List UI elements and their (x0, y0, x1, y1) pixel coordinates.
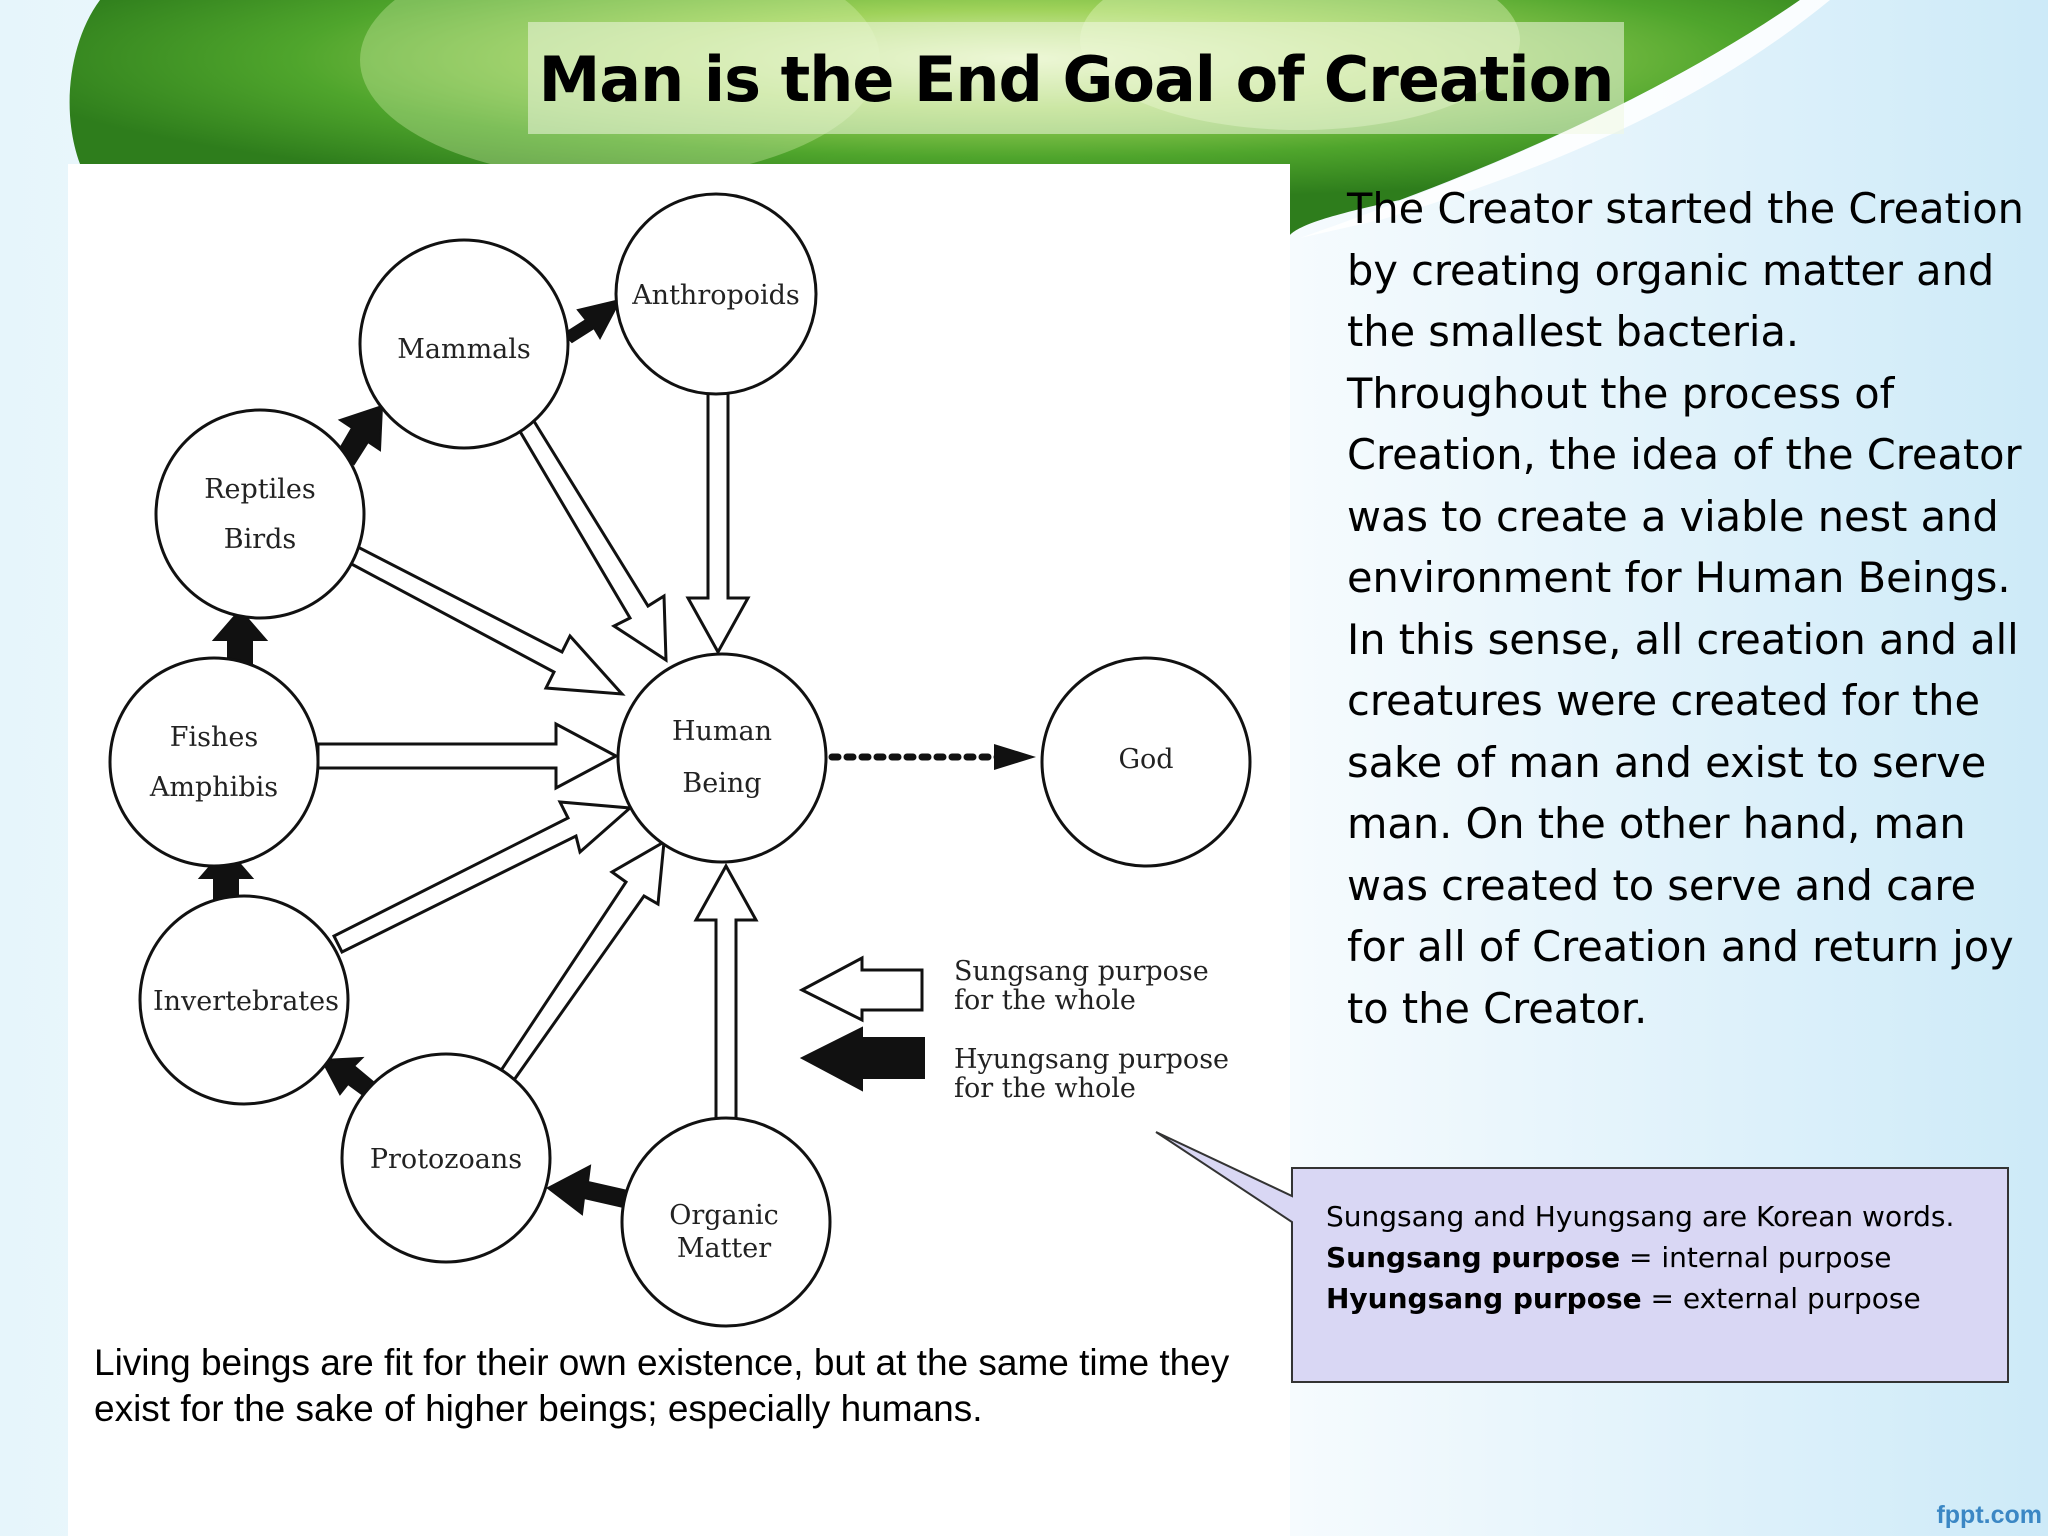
callout-line-2: Sungsang purpose = internal purpose (1326, 1237, 2006, 1278)
callout-line-1: Sungsang and Hyungsang are Korean words. (1326, 1200, 1955, 1233)
legend-black-arrow (799, 1026, 925, 1092)
title-band (528, 22, 1624, 134)
node-protozoans (340, 1052, 552, 1264)
callout-sungsang-def: = internal purpose (1620, 1241, 1892, 1274)
footer-brand: fppt.com (1936, 1501, 2042, 1529)
node-reptiles-birds (154, 408, 366, 620)
callout-hyungsang-term: Hyungsang purpose (1326, 1282, 1642, 1315)
arrow-organic-to-protozoans (546, 1164, 634, 1216)
label-being: Being (682, 768, 761, 799)
body-paragraph-1: The Creator started the Creation by crea… (1347, 184, 2024, 602)
legend-sungsang-line1: Sungsang purpose (954, 956, 1209, 987)
label-amphibis: Amphibis (149, 772, 278, 803)
label-mammals: Mammals (397, 334, 531, 365)
arrow-protozoans-to-human (497, 839, 666, 1082)
callout-text: Sungsang and Hyungsang are Korean words.… (1326, 1196, 2006, 1319)
callout-hyungsang-def: = external purpose (1641, 1282, 1921, 1315)
arrow-anthropoids-to-human (685, 390, 751, 656)
arrow-reptiles-to-human (342, 541, 626, 696)
body-text: The Creator started the Creation by crea… (1347, 178, 2027, 1039)
legend-sungsang-line2: for the whole (954, 985, 1136, 1016)
node-god (1040, 656, 1252, 868)
callout-line-3: Hyungsang purpose = external purpose (1326, 1278, 2006, 1319)
legend-hyungsang-line1: Hyungsang purpose (954, 1044, 1229, 1075)
node-anthropoids (614, 192, 818, 396)
arrow-organic-to-human (693, 862, 759, 1124)
label-birds: Birds (224, 524, 297, 555)
arrow-mammals-to-human (516, 415, 668, 663)
arrow-fishes-to-human (316, 721, 620, 791)
legend-hyungsang-line2: for the whole (954, 1073, 1136, 1104)
node-mammals (358, 238, 570, 450)
diagram-caption: Living beings are fit for their own exis… (94, 1342, 1230, 1429)
arrow-mammals-to-anthropoids (562, 298, 622, 344)
slide-title: Man is the End Goal of Creation (538, 43, 1615, 116)
label-matter: Matter (677, 1233, 771, 1264)
callout-box (1155, 1131, 2009, 1383)
node-organic-matter (620, 1116, 832, 1328)
legend-hollow-arrow (798, 955, 924, 1023)
label-reptiles: Reptiles (204, 474, 316, 505)
label-human: Human (672, 716, 772, 747)
label-anthropoids: Anthropoids (631, 280, 800, 311)
dotted-arrow-head (994, 744, 1036, 770)
label-god: God (1118, 744, 1173, 775)
body-paragraph-2: In this sense, all creation and all crea… (1347, 614, 2019, 1033)
label-organic: Organic (669, 1200, 779, 1231)
label-protozoans: Protozoans (370, 1144, 522, 1175)
callout-sungsang-term: Sungsang purpose (1326, 1241, 1621, 1274)
arrow-invertebrates-to-human (331, 800, 634, 955)
arrow-fishes-to-reptiles (211, 608, 269, 667)
label-fishes: Fishes (170, 722, 258, 753)
node-human-being (616, 652, 828, 864)
node-fishes-amphibis (108, 656, 320, 868)
node-invertebrates (138, 894, 350, 1106)
arrow-reptiles-to-mammals (336, 404, 384, 466)
label-invertebrates: Invertebrates (153, 986, 339, 1017)
